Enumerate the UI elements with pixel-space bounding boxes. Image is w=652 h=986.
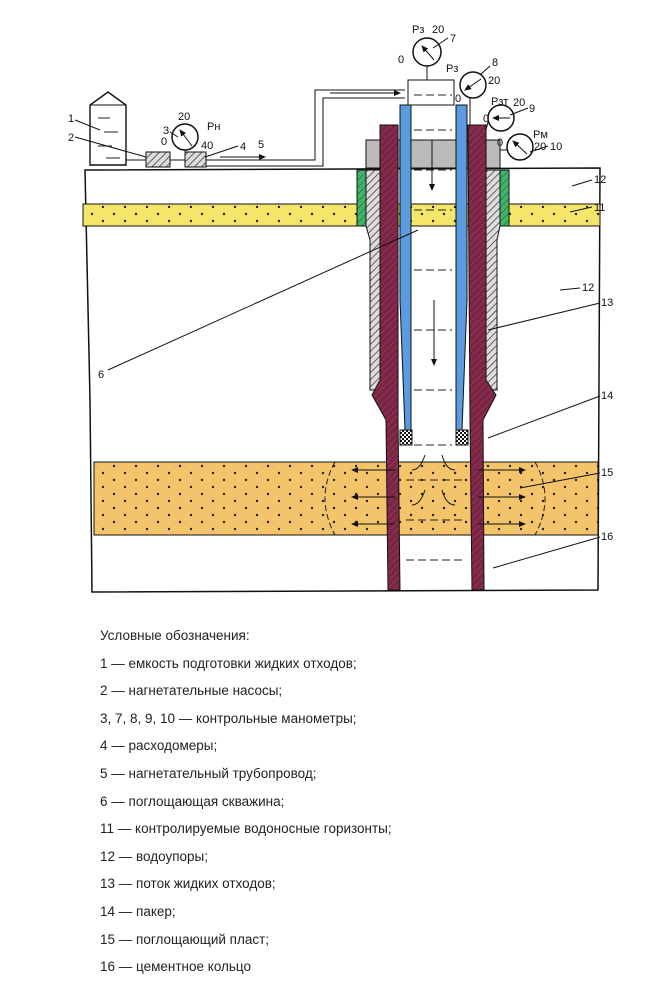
- label-7: 7: [450, 33, 456, 45]
- injection-well-diagram: 1 2 3 4 5 6 7 8 9 10 11 12 12 13 14 15 1…: [68, 24, 613, 593]
- gauge-9: [485, 104, 515, 132]
- pipeline-5: [126, 89, 405, 167]
- label-13: 13: [601, 297, 613, 309]
- tank-1: [89, 91, 127, 166]
- legend-item: 2 — нагнетательные насосы;: [100, 683, 283, 699]
- pressure-label: Pн: [207, 121, 220, 133]
- packer-right: [455, 429, 469, 446]
- label-12: 12: [594, 174, 606, 186]
- scale-0: 0: [455, 93, 461, 105]
- label-4: 4: [240, 141, 246, 153]
- label-2: 2: [68, 132, 74, 144]
- label-1: 1: [68, 113, 74, 125]
- scale-20: 20: [432, 24, 444, 36]
- legend-item: 16 — цементное кольцо: [100, 959, 252, 975]
- legend-title: Условные обозначения:: [100, 628, 250, 643]
- label-14: 14: [601, 390, 613, 402]
- legend-item: 15 — поглощающий пласт;: [100, 931, 270, 947]
- legend-item: 6 — поглощающая скважина;: [100, 793, 285, 809]
- flowmeter-4: [184, 151, 207, 168]
- label-11: 11: [594, 202, 605, 214]
- label-9: 9: [529, 103, 535, 115]
- scale-20: 20: [513, 97, 525, 109]
- label-3: 3: [163, 125, 169, 137]
- pressure-label: Pм: [533, 129, 548, 141]
- pump-2: [145, 151, 171, 168]
- legend-item: 1 — емкость подготовки жидких отходов;: [100, 655, 357, 671]
- scale-20: 20: [488, 75, 500, 87]
- scale-0: 0: [161, 136, 167, 148]
- label-12: 12: [582, 282, 594, 294]
- legend: Условные обозначения: 1 — емкость подгот…: [100, 626, 392, 985]
- packer-left: [399, 429, 413, 446]
- pressure-label: Pзт: [491, 96, 508, 108]
- legend-item: 4 — расходомеры;: [100, 738, 218, 754]
- legend-item: 14 — пакер;: [100, 903, 176, 919]
- gauge-10: [500, 133, 534, 161]
- label-16: 16: [601, 531, 613, 543]
- scale-20: 20: [534, 141, 546, 153]
- ground-section: [82, 167, 601, 593]
- label-8: 8: [492, 57, 498, 69]
- surface-equipment: [89, 89, 405, 168]
- legend-item: 3, 7, 8, 9, 10 — контрольные манометры;: [100, 710, 357, 726]
- legend-item: 12 — водоупоры;: [100, 848, 209, 864]
- label-6: 6: [98, 369, 104, 381]
- label-10: 10: [550, 141, 562, 153]
- pressure-label: Pз: [446, 63, 458, 75]
- legend-item: 11 — контролируемые водоносные горизонты…: [100, 821, 392, 837]
- gauge-8: [459, 71, 487, 125]
- scale-20: 20: [178, 111, 190, 123]
- tubing-right: [455, 104, 468, 431]
- label-15: 15: [601, 467, 613, 479]
- scale-40: 40: [201, 140, 213, 152]
- well-6: [351, 79, 526, 591]
- scale-0: 0: [398, 54, 404, 66]
- gauge-3: [171, 123, 199, 155]
- legend-item: 5 — нагнетательный трубопровод;: [100, 765, 317, 781]
- pressure-label: Pз: [412, 24, 424, 36]
- scale-0: 0: [483, 113, 489, 125]
- scale-0: 0: [497, 137, 503, 149]
- label-5: 5: [258, 139, 264, 151]
- gauge-7: [412, 37, 442, 80]
- legend-item: 13 — поток жидких отходов;: [100, 876, 276, 892]
